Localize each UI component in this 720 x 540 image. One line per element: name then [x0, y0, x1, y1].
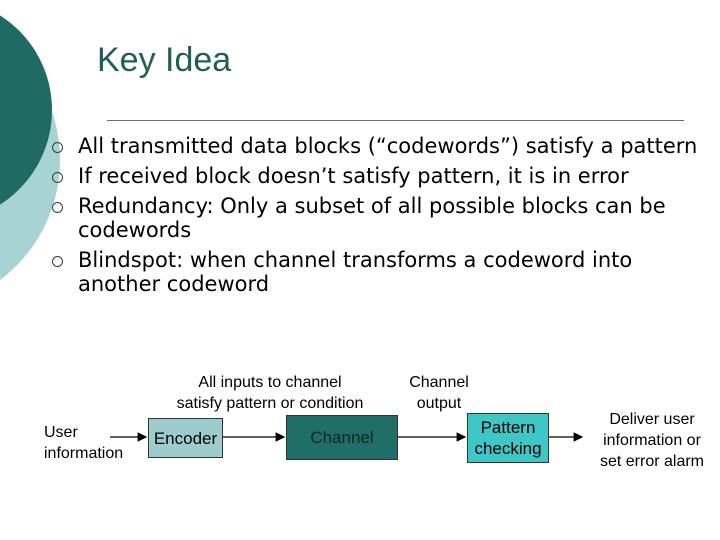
input-label: User information — [44, 424, 124, 462]
bullet-circle-icon — [52, 256, 63, 267]
decorative-circles — [0, 15, 60, 280]
bullet-circle-icon — [52, 172, 63, 183]
bullet-text: Redundancy: Only a subset of all possibl… — [78, 194, 666, 242]
bullet-text: Blindspot: when channel transforms a cod… — [78, 248, 633, 296]
channel-label: Channel — [310, 428, 374, 447]
title-divider — [107, 120, 684, 121]
bullet-item: Blindspot: when channel transforms a cod… — [52, 248, 702, 296]
bullet-text: All transmitted data blocks (“codewords”… — [78, 134, 698, 158]
bullet-circle-icon — [52, 202, 63, 213]
pattern-checking-label-2: checking — [474, 439, 542, 458]
bullet-item: All transmitted data blocks (“codewords”… — [52, 134, 702, 158]
channel-box: Channel — [286, 415, 398, 460]
output-label: Deliver user information or set error al… — [599, 411, 705, 470]
bullet-text: If received block doesn’t satisfy patter… — [78, 164, 629, 188]
encoder-label: Encoder — [153, 428, 218, 448]
pattern-checking-box: Pattern checking — [467, 413, 549, 463]
bullet-item: Redundancy: Only a subset of all possibl… — [52, 194, 702, 242]
bullet-item: If received block doesn’t satisfy patter… — [52, 164, 702, 188]
bullet-circle-icon — [52, 142, 63, 153]
annotation-channel-inputs: All inputs to channel satisfy pattern or… — [176, 374, 364, 412]
annotation-channel-output: Channel output — [409, 374, 469, 412]
bullet-list: All transmitted data blocks (“codewords”… — [52, 134, 702, 302]
encoder-box: Encoder — [148, 418, 223, 458]
pattern-checking-label-1: Pattern — [480, 418, 536, 437]
slide-title: Key Idea — [97, 41, 232, 79]
